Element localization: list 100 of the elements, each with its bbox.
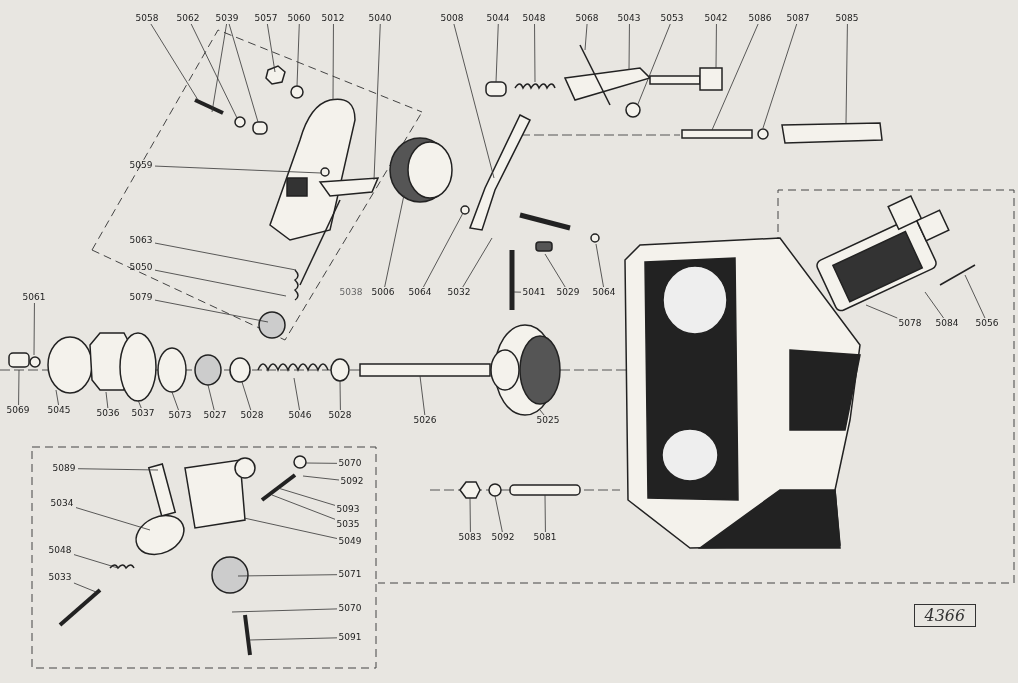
leader-line <box>544 494 546 533</box>
callout-number: 5032 <box>446 287 472 297</box>
leader-line <box>154 165 322 174</box>
leader-line <box>228 23 259 123</box>
leader-line <box>384 194 405 288</box>
leader-line <box>105 391 109 409</box>
leader-line <box>33 302 35 356</box>
callout-number: 5060 <box>286 13 312 23</box>
callout-number: 5050 <box>128 262 154 272</box>
leader-line <box>332 23 334 101</box>
callout-number: 5068 <box>574 13 600 23</box>
callout-number: 5083 <box>457 532 483 542</box>
callout-number: 5026 <box>412 415 438 425</box>
leader-line <box>55 389 59 406</box>
callout-number: 5091 <box>337 632 363 642</box>
callout-number: 5027 <box>202 410 228 420</box>
leader-line <box>544 253 566 288</box>
leader-line <box>211 23 227 113</box>
leader-line <box>339 380 341 411</box>
leader-line <box>373 23 381 181</box>
callout-number: 5028 <box>239 410 265 420</box>
callout-number: 5092 <box>339 476 365 486</box>
callout-number: 5064 <box>407 287 433 297</box>
callout-number: 5038 <box>338 287 364 297</box>
callout-number: 5039 <box>214 13 240 23</box>
leader-line <box>711 23 759 131</box>
callout-number: 5034 <box>49 498 75 508</box>
leader-line <box>469 497 471 533</box>
callout-number: 5035 <box>335 519 361 529</box>
callout-number: 5078 <box>897 318 923 328</box>
callout-number: 5008 <box>439 13 465 23</box>
leader-line <box>243 517 338 539</box>
callout-number: 5062 <box>175 13 201 23</box>
leader-line <box>73 554 119 569</box>
callout-number: 5041 <box>521 287 547 297</box>
callout-number: 5063 <box>128 235 154 245</box>
callout-number: 5046 <box>287 410 313 420</box>
leader-line <box>18 369 20 406</box>
callout-number: 5070 <box>337 603 363 613</box>
callout-number: 5086 <box>747 13 773 23</box>
callout-number: 5043 <box>616 13 642 23</box>
leader-line <box>513 291 522 293</box>
leader-line <box>539 409 545 416</box>
leader-line <box>77 468 159 471</box>
leader-line <box>266 23 276 73</box>
callout-number: 5079 <box>128 292 154 302</box>
leader-line <box>584 23 588 51</box>
leader-line <box>171 391 179 411</box>
leader-line <box>762 23 798 129</box>
callout-number: 5049 <box>337 536 363 546</box>
callout-number: 5036 <box>95 408 121 418</box>
callout-number: 5087 <box>785 13 811 23</box>
leader-line <box>462 237 493 288</box>
callout-number: 5045 <box>46 405 72 415</box>
leader-line <box>190 23 238 119</box>
callout-number: 5048 <box>47 545 73 555</box>
leader-line <box>419 375 426 416</box>
callout-number: 5029 <box>555 287 581 297</box>
leader-line <box>73 582 97 593</box>
callout-number: 5056 <box>974 318 1000 328</box>
callout-number: 5033 <box>47 572 73 582</box>
callout-number: 5012 <box>320 13 346 23</box>
leader-line <box>296 23 300 87</box>
leader-line <box>237 574 338 577</box>
leader-line <box>302 475 340 481</box>
leader-line <box>231 608 338 613</box>
leader-line <box>150 23 199 101</box>
callout-number: 5085 <box>834 13 860 23</box>
leader-line <box>534 23 536 83</box>
leader-line <box>207 384 215 411</box>
callout-number: 5028 <box>327 410 353 420</box>
leader-line <box>248 637 338 641</box>
callout-number: 5073 <box>167 410 193 420</box>
callout-number: 5064 <box>591 287 617 297</box>
leader-line <box>75 507 151 531</box>
leader-line <box>241 381 252 411</box>
callout-number: 5025 <box>535 415 561 425</box>
callout-number: 5059 <box>128 160 154 170</box>
callout-number: 5092 <box>490 532 516 542</box>
leader-line <box>595 243 604 288</box>
callout-number: 5089 <box>51 463 77 473</box>
callout-number: 5044 <box>485 13 511 23</box>
callout-number: 5084 <box>934 318 960 328</box>
leader-line <box>137 399 142 409</box>
leader-line <box>494 495 503 533</box>
callout-number: 5048 <box>521 13 547 23</box>
callout-number: 5071 <box>337 569 363 579</box>
callout-number: 5081 <box>532 532 558 542</box>
leader-line <box>628 23 630 71</box>
leader-line <box>154 269 287 297</box>
leader-line <box>277 487 336 506</box>
callout-number: 5093 <box>335 504 361 514</box>
callout-number: 5058 <box>134 13 160 23</box>
drawing-number: 4366 <box>913 603 977 627</box>
callout-number: 5040 <box>367 13 393 23</box>
leader-line <box>715 23 717 69</box>
callout-number: 5006 <box>370 287 396 297</box>
leader-line <box>154 242 297 271</box>
leader-line <box>845 23 848 124</box>
leader-line <box>271 494 336 520</box>
